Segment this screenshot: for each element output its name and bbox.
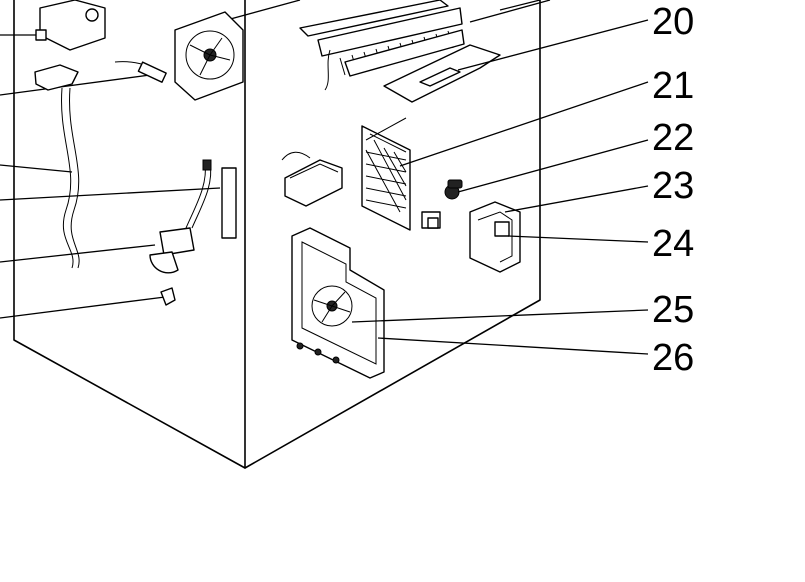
cooling-fan-part — [174, 11, 244, 101]
callout-23: 23 — [652, 165, 694, 207]
part-25-26-fan-housing — [291, 227, 385, 379]
callout-21: 21 — [652, 65, 694, 107]
callout-25: 25 — [652, 289, 694, 331]
relay-box-part — [35, 0, 106, 51]
power-cord-part — [34, 61, 167, 269]
callout-26: 26 — [652, 337, 694, 379]
callout-24: 24 — [652, 223, 694, 265]
cabinet-outline — [13, 0, 541, 469]
callout-20: 20 — [652, 1, 694, 43]
left-leader-lines — [0, 0, 301, 319]
callout-numbers: 20 21 22 23 24 25 26 — [652, 1, 694, 379]
part-22-knob — [444, 179, 463, 200]
callout-22: 22 — [652, 117, 694, 159]
switch-module-part — [281, 151, 343, 207]
drain-pump-part — [149, 159, 237, 306]
part-23-24-control-box — [421, 201, 521, 273]
heater-rail-part — [299, 0, 465, 91]
part-21-filter — [361, 117, 411, 231]
right-leader-lines — [351, 0, 649, 355]
